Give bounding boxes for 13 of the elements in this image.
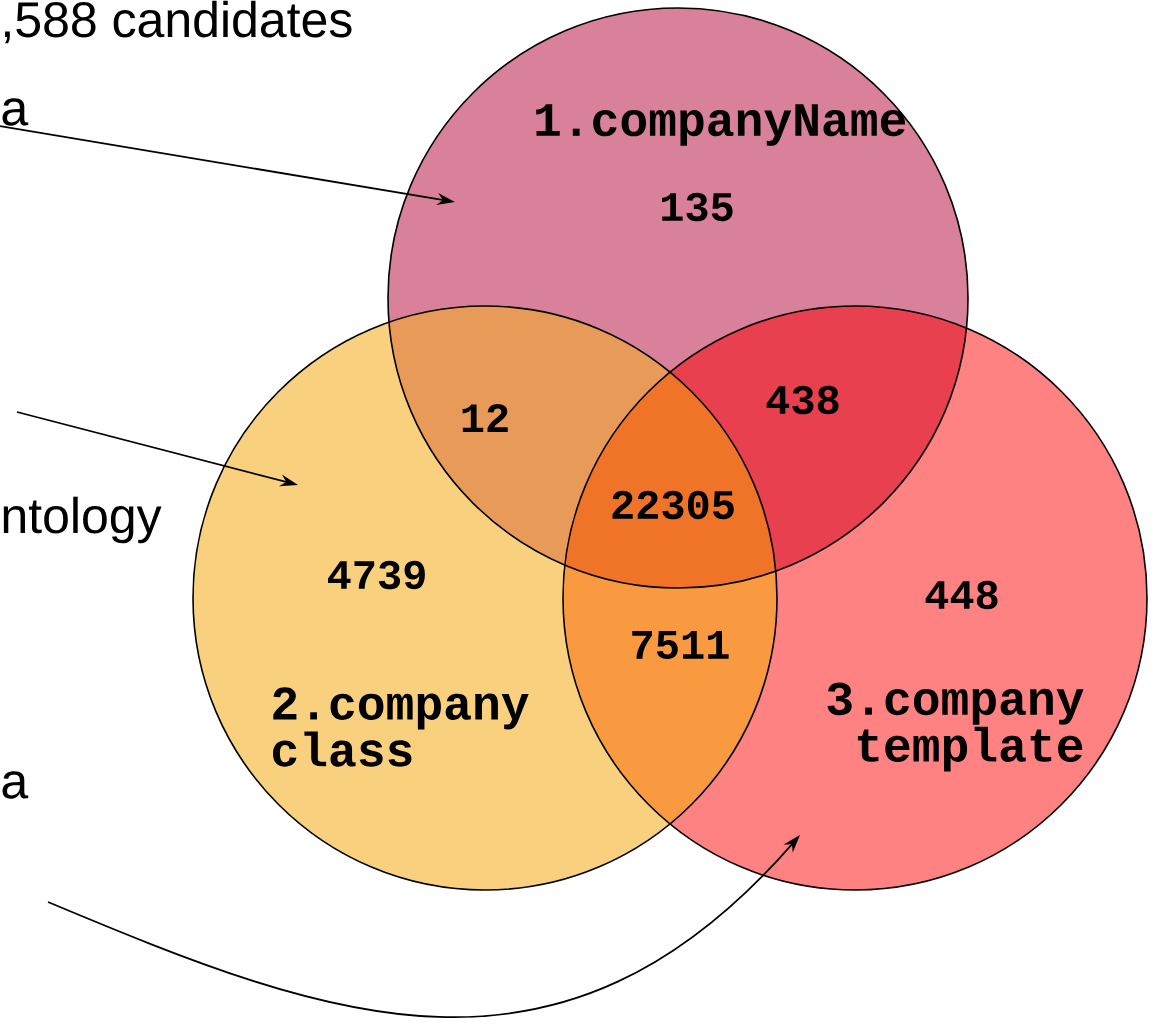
set-label: 2.company class	[273, 687, 529, 767]
count-label: 22305	[612, 490, 734, 520]
count-label: 4739	[328, 560, 425, 590]
count-label: 438	[766, 385, 839, 415]
count-label: 135	[662, 192, 733, 222]
note-text: a	[2, 98, 29, 126]
set-label: 1.companyName	[536, 104, 906, 146]
count-label: 7511	[632, 630, 729, 660]
count-label: 12	[462, 403, 508, 433]
count-label: 448	[925, 580, 998, 610]
note-text: a	[2, 771, 29, 799]
note-text: ntology	[3, 496, 162, 544]
set-label: 3.company template	[827, 682, 1084, 772]
